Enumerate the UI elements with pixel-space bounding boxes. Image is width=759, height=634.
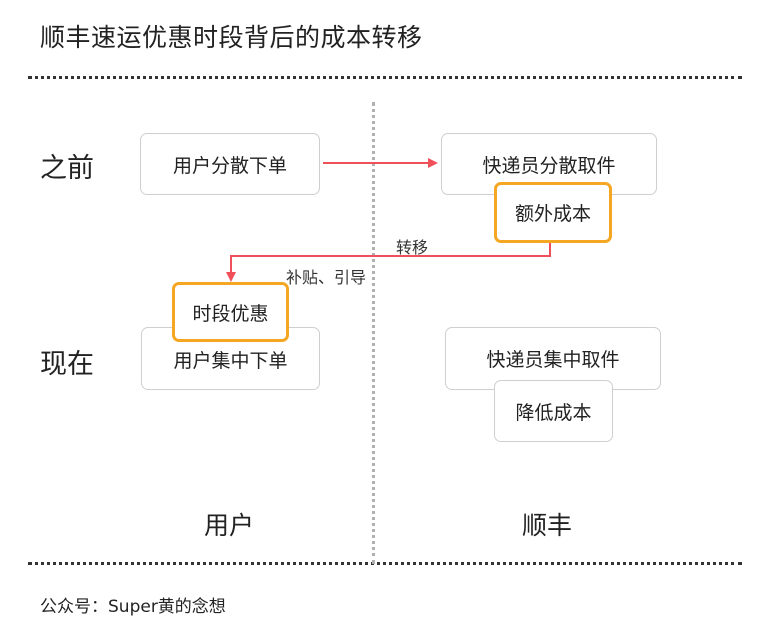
footer-credit: 公众号：Super黄的念想 <box>40 597 226 617</box>
arrow-cost-transfer <box>226 243 551 282</box>
row-label-before: 之前 <box>40 153 94 184</box>
column-divider <box>372 102 375 564</box>
column-label-sf: 顺丰 <box>522 511 573 540</box>
box-extra-cost: 额外成本 <box>494 182 612 243</box>
box-user-scattered-order: 用户分散下单 <box>140 133 320 195</box>
row-label-now: 现在 <box>40 349 94 380</box>
label-subsidy: 补贴、引导 <box>286 268 367 287</box>
label-transfer: 转移 <box>396 238 429 257</box>
column-label-user: 用户 <box>204 511 255 540</box>
box-time-discount: 时段优惠 <box>172 282 289 342</box>
top-divider <box>28 76 742 79</box>
box-lower-cost: 降低成本 <box>494 380 613 442</box>
bottom-divider <box>28 562 742 565</box>
box-courier-concentrated-pickup: 快递员集中取件 <box>445 327 661 390</box>
page-title: 顺丰速运优惠时段背后的成本转移 <box>40 23 423 52</box>
